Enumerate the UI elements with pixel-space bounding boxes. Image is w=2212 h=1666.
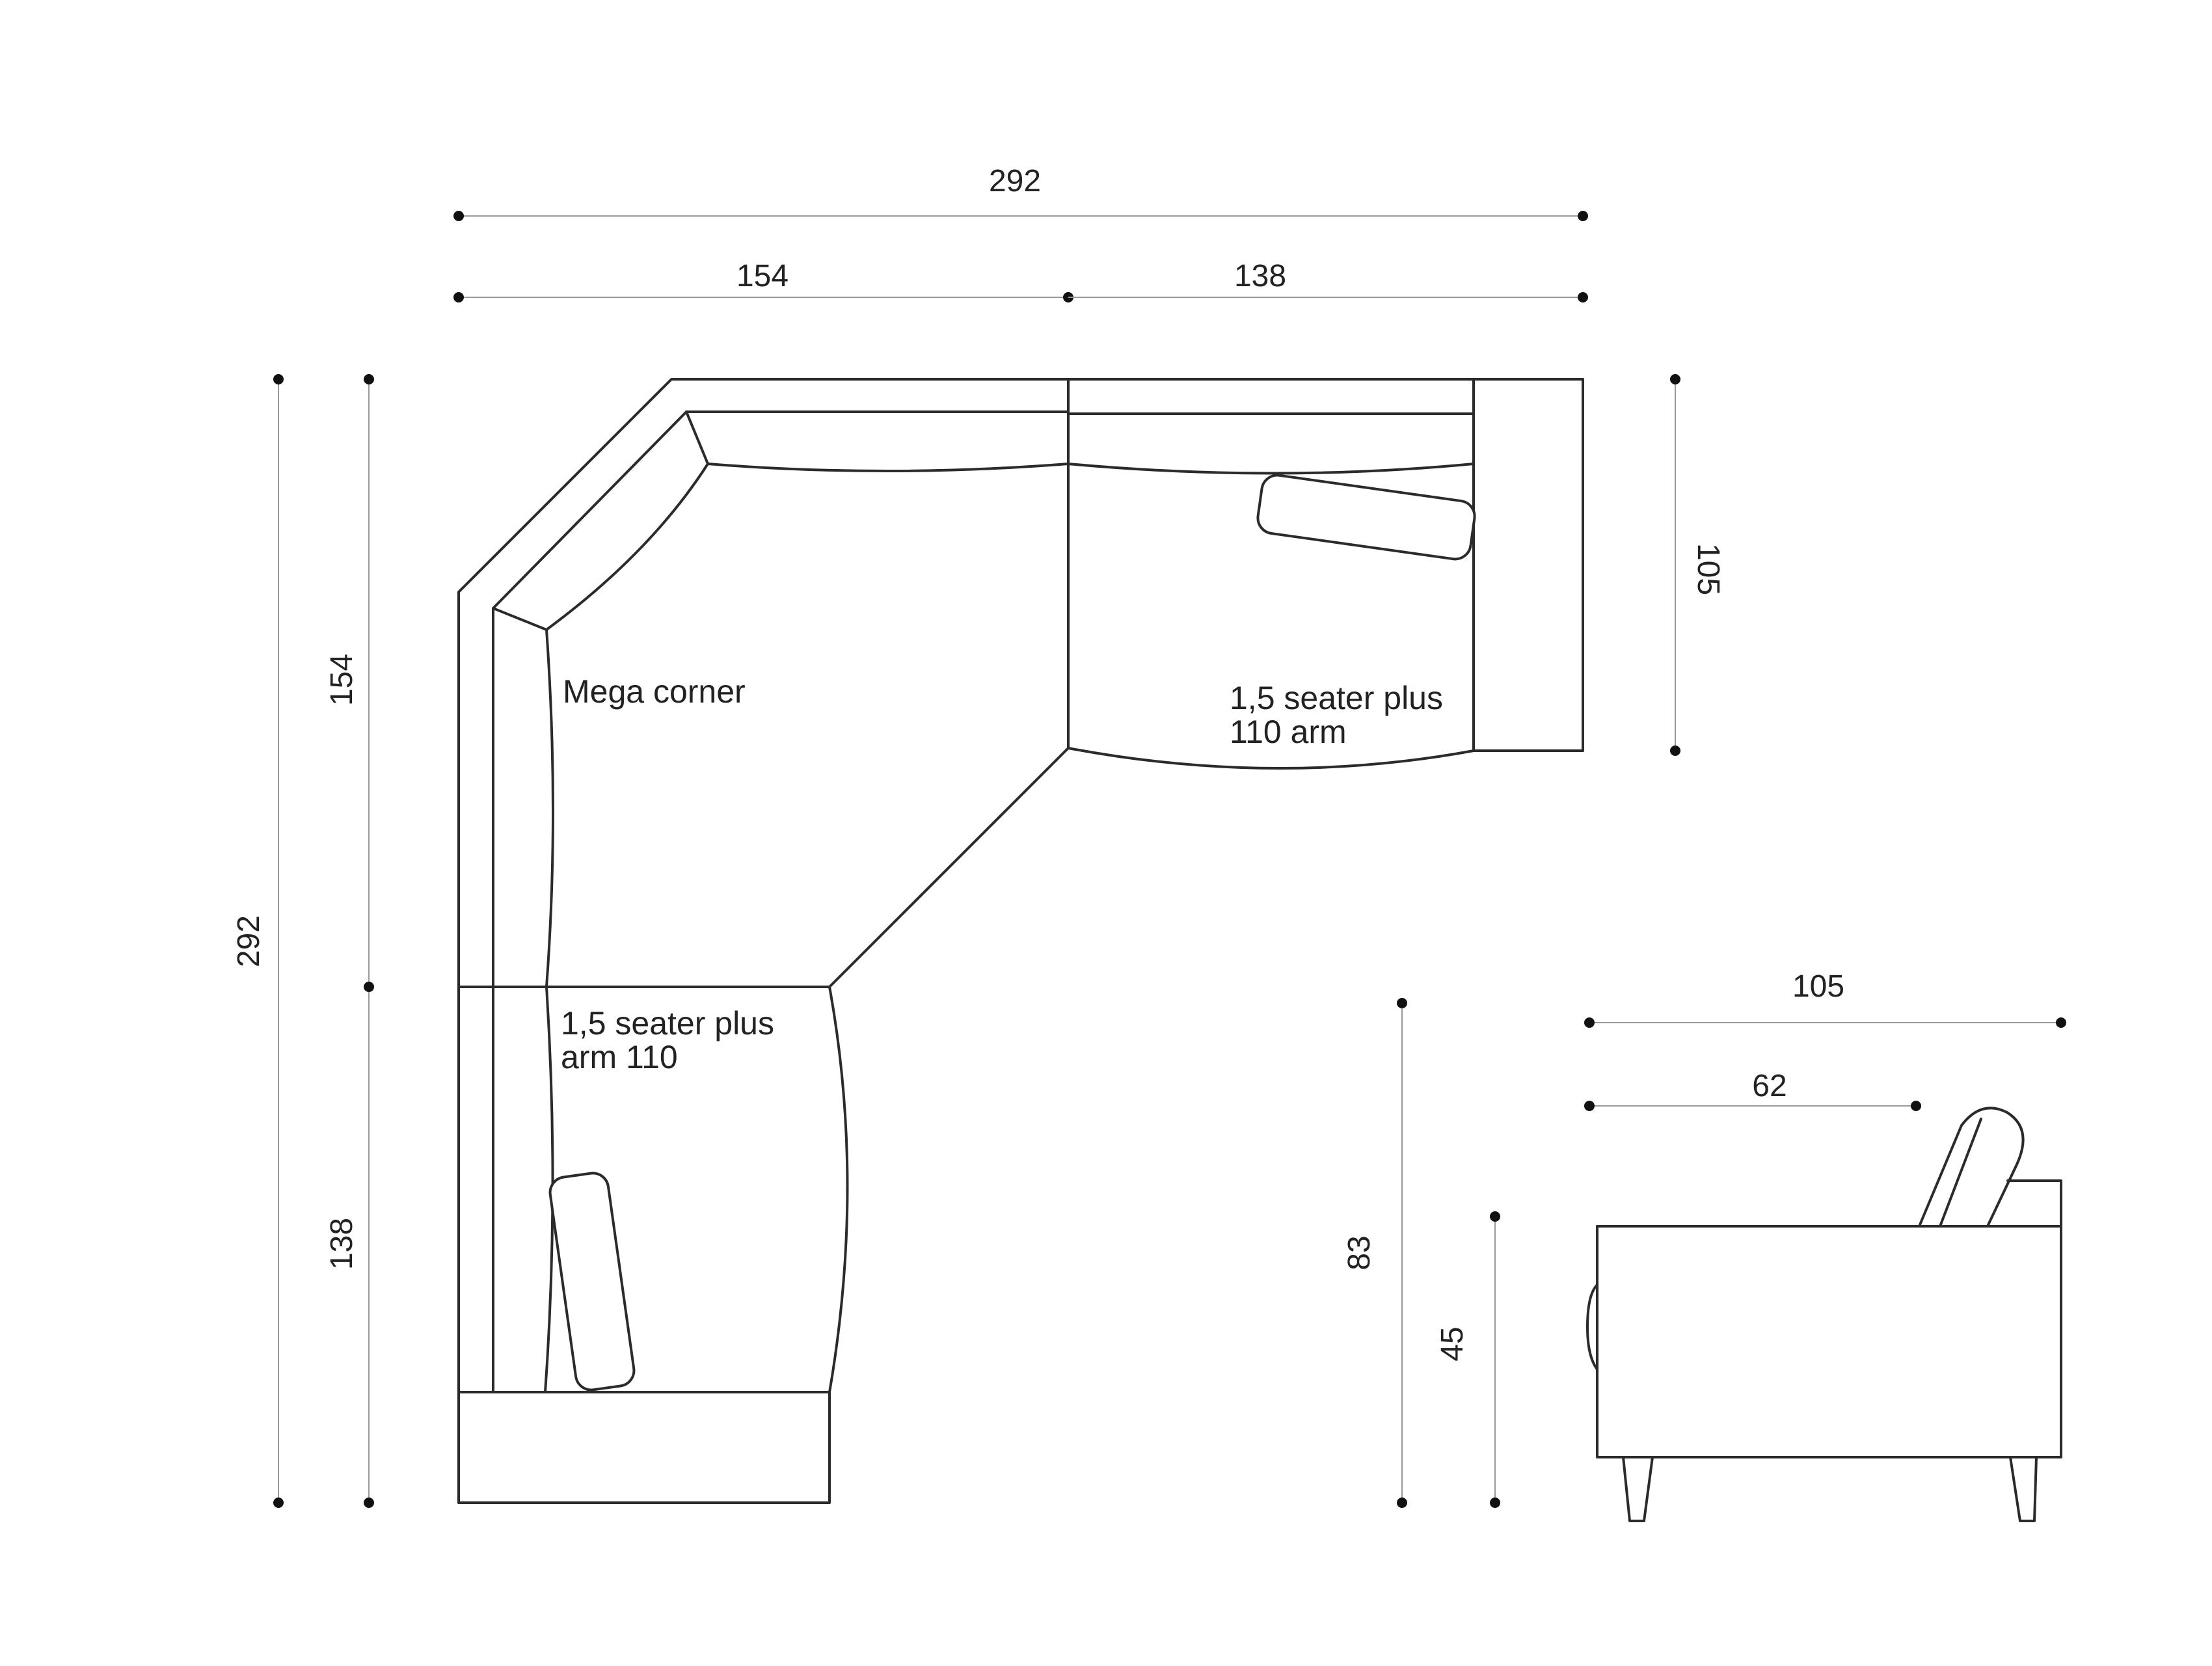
dimension-seater-height-label: 138: [325, 1218, 359, 1270]
dimension-total-width: 292: [453, 164, 1588, 221]
corner-diagonal-front: [828, 747, 1070, 988]
side-dimension-depth: 105: [1584, 969, 2066, 1028]
right-module-label-line1: 1,5 seater plus: [1230, 680, 1443, 716]
dimension-total-height-label: 292: [232, 915, 266, 967]
side-dimension-height-label: 83: [1342, 1235, 1377, 1270]
bottom-seat-front: [828, 986, 849, 1393]
sofa-top-view: Mega corner 1,5 seater plus 110 arm 1,5 …: [457, 378, 1584, 1504]
dimension-depth-right-label: 105: [1691, 543, 1725, 595]
dimension-total-height: 292: [232, 374, 284, 1508]
right-arm: [1472, 378, 1584, 752]
dimension-total-width-label: 292: [989, 164, 1041, 198]
right-seat-back-cushion: [1067, 463, 1475, 475]
side-front-leg: [1622, 1456, 1654, 1522]
side-dimension-seat-height-label: 45: [1435, 1326, 1470, 1361]
dimension-depth-right: 105: [1670, 374, 1725, 756]
sofa-side-view: [1586, 1107, 2062, 1522]
side-back-leg: [2009, 1456, 2038, 1522]
side-back-cushion: [1918, 1107, 2025, 1228]
side-dimension-seat-depth-label: 62: [1752, 1069, 1787, 1103]
dimension-seater-width-label: 138: [1234, 259, 1286, 293]
bottom-arm: [457, 1391, 831, 1504]
side-dimension-seat-height: 45: [1435, 1211, 1500, 1508]
corner-back-cushion: [685, 410, 1070, 472]
bottom-module-label-line1: 1,5 seater plus: [561, 1005, 774, 1041]
dimension-corner-width: 154: [453, 259, 1073, 302]
dimension-corner-height: 154 138: [325, 374, 374, 1508]
dimension-seater-width: 138: [1068, 259, 1588, 302]
side-dimension-seat-depth: 62: [1584, 1069, 1921, 1111]
right-module-label-line2: 110 arm: [1230, 714, 1347, 750]
side-dimension-height: 83: [1342, 998, 1407, 1508]
right-seat-front: [1067, 747, 1475, 770]
dimension-corner-width-label: 154: [736, 259, 789, 293]
side-dimension-depth-label: 105: [1792, 969, 1844, 1004]
bottom-pillow: [548, 1172, 636, 1391]
right-pillow: [1256, 474, 1476, 561]
bottom-module-label-line2: arm 110: [561, 1039, 678, 1075]
side-body: [1596, 1225, 2062, 1458]
corner-module-label: Mega corner: [563, 673, 746, 710]
dimension-corner-height-label: 154: [325, 654, 359, 706]
corner-inner-back: [492, 410, 1070, 1393]
